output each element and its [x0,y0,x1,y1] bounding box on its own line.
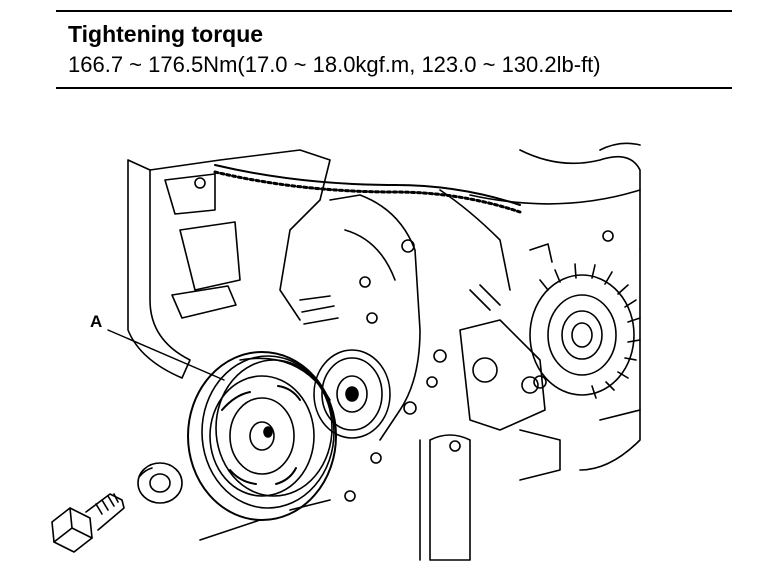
crankshaft-pulley [187,351,337,521]
top-rule [56,10,732,12]
callout-label-a: A [90,312,103,331]
timing-belt [214,164,521,206]
crankshaft-bolt [51,493,125,553]
bracket [459,319,546,431]
spec-value: 166.7 ~ 176.5Nm(17.0 ~ 18.0kgf.m, 123.0 … [68,52,601,77]
washer [137,462,183,504]
alternator [529,243,641,399]
timing-cover [329,194,421,441]
engine-illustration [51,142,641,561]
spec-title: Tightening torque [68,21,264,47]
idler-pulley [313,349,391,439]
oil-filter [429,434,471,561]
bottom-rule [56,87,732,89]
engine-block-left [127,159,191,379]
torque-spec-block: Tightening torque 166.7 ~ 176.5Nm(17.0 ~… [56,10,732,89]
bolts [194,177,614,502]
callout-leader-line [107,329,225,381]
